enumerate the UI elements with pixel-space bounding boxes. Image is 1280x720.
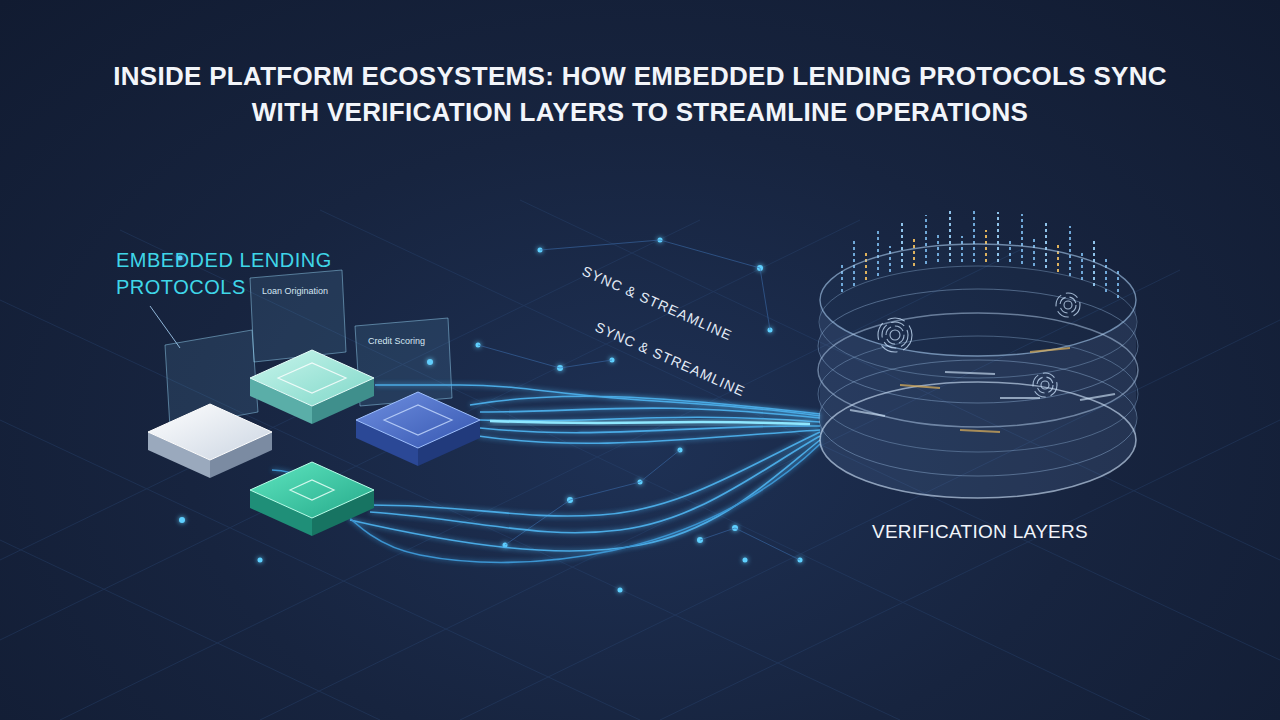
glow-dots bbox=[178, 238, 803, 593]
perspective-grid-part bbox=[0, 300, 900, 720]
perspective-grid-part bbox=[0, 420, 640, 720]
verification-ring-part bbox=[818, 313, 1138, 427]
network-links-part bbox=[505, 500, 570, 545]
group-heading: EMBEDDED LENDING PROTOCOLS bbox=[116, 247, 356, 301]
verification-ring-part bbox=[818, 336, 1138, 452]
verification-ring bbox=[818, 244, 1138, 498]
perspective-grid-part bbox=[0, 540, 380, 720]
protocol-tiles-part bbox=[290, 480, 334, 500]
panel-text: Credit Scoring bbox=[368, 336, 425, 346]
verification-ring-part-part bbox=[960, 430, 1000, 432]
protocol-tiles-part bbox=[278, 363, 346, 393]
glow-dots-part bbox=[179, 517, 185, 523]
diagram-title: INSIDE PLATFORM ECOSYSTEMS: HOW EMBEDDED… bbox=[85, 58, 1195, 130]
glass-panels-part bbox=[250, 270, 346, 362]
flow-streams-part bbox=[272, 444, 820, 562]
glow-dots-part bbox=[258, 558, 263, 563]
flow-streams-part bbox=[480, 426, 820, 433]
protocol-tiles-part bbox=[384, 405, 452, 435]
verification-ring-part bbox=[900, 348, 1070, 432]
fingerprint-icon-part bbox=[1056, 293, 1080, 317]
protocol-tiles-part bbox=[356, 392, 480, 448]
perspective-grid-part bbox=[0, 220, 860, 640]
fingerprint-icon-part bbox=[890, 330, 900, 340]
perspective-grid-part bbox=[520, 200, 1280, 560]
glow-dots-part bbox=[618, 588, 623, 593]
verification-ring-part-part bbox=[945, 372, 995, 374]
protocol-group: EMBEDDED LENDING PROTOCOLS bbox=[100, 235, 490, 535]
verification-ring-part bbox=[819, 266, 1137, 378]
verification-ring-part-part bbox=[1000, 397, 1040, 399]
fingerprint-icon-part bbox=[1064, 301, 1072, 309]
network-links-part bbox=[540, 240, 760, 268]
verification-ring-part bbox=[819, 360, 1137, 476]
protocol-tiles bbox=[148, 350, 480, 536]
fingerprint-icon-part bbox=[886, 326, 904, 344]
flow-connector bbox=[490, 421, 810, 424]
verification-ring-part bbox=[820, 244, 1136, 356]
verification-ring-part-part bbox=[1030, 348, 1070, 352]
fingerprint-icon-part bbox=[1060, 297, 1076, 313]
panel-text: Loan Origination bbox=[262, 286, 328, 296]
fingerprint-icon-part bbox=[878, 318, 912, 352]
verification-ring-part bbox=[820, 300, 1136, 498]
fingerprint-icon-part bbox=[882, 322, 908, 348]
protocol-tiles-part bbox=[148, 404, 272, 460]
fingerprint-icon-part bbox=[1033, 373, 1057, 397]
verification-ring-part-part bbox=[1080, 394, 1115, 400]
perspective-grid bbox=[0, 200, 1280, 720]
flow-streams bbox=[272, 385, 820, 562]
perspective-grid-part bbox=[320, 210, 1280, 660]
network-links-part bbox=[760, 268, 770, 330]
fingerprint-icon-part bbox=[1037, 377, 1053, 393]
verification-ring-part bbox=[818, 289, 1138, 403]
verification-ring-part-part bbox=[900, 385, 940, 388]
network-links-part bbox=[570, 450, 680, 500]
flow-streams-part bbox=[478, 430, 820, 443]
protocol-tiles-part bbox=[250, 462, 374, 518]
fingerprint-icon-part bbox=[1041, 381, 1049, 389]
verification-ring-part bbox=[850, 372, 1115, 416]
protocol-tiles-part bbox=[250, 350, 374, 406]
network-links-part bbox=[478, 345, 612, 368]
verification-ring-part bbox=[820, 382, 1136, 498]
fingerprint-icon bbox=[878, 293, 1080, 397]
network-links-part bbox=[700, 528, 800, 560]
glow-dots-part bbox=[743, 558, 748, 563]
verification-ring-part-part bbox=[850, 410, 885, 416]
leader-line bbox=[150, 306, 180, 348]
perspective-grid-part bbox=[120, 230, 1150, 720]
group-heading: VERIFICATION LAYERS bbox=[810, 520, 1150, 544]
layer-group: VERIFICATION LAYERS bbox=[810, 170, 1150, 555]
